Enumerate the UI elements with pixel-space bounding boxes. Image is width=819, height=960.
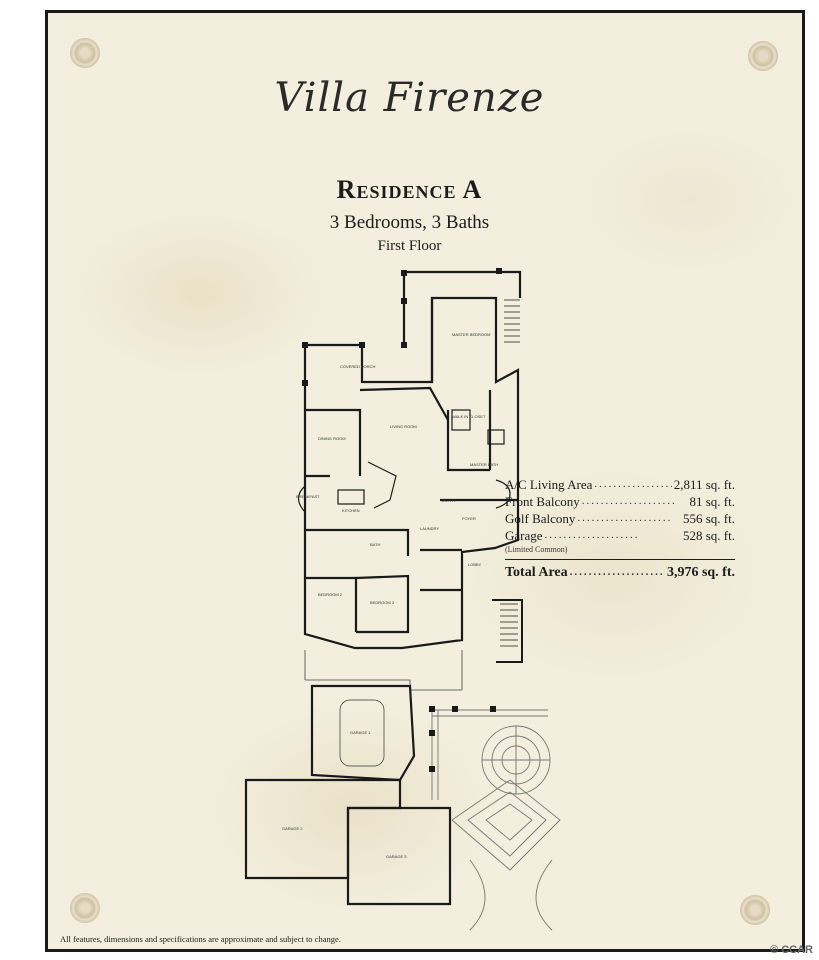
breakfast-bay <box>297 485 306 513</box>
label-bedroom-3: BEDROOM 3 <box>370 600 395 605</box>
residence-name: Residence A <box>336 175 483 204</box>
master-tub <box>495 479 511 509</box>
residence-outline <box>303 296 520 650</box>
label-kitchen: KITCHEN <box>342 508 360 513</box>
floor-label: First Floor <box>377 238 442 254</box>
area-label: Golf Balcony <box>505 511 576 526</box>
courtyard-column <box>452 706 458 712</box>
interior-wall-7 <box>355 574 410 634</box>
total-label: Total Area <box>505 565 568 580</box>
porch-column <box>401 298 407 304</box>
garage3-outline <box>346 806 452 906</box>
label-living-room: LIVING ROOM <box>390 424 417 429</box>
interior-wall-6 <box>305 576 358 632</box>
garage2-outline <box>244 778 402 880</box>
area-value: 81 sq. ft. <box>689 494 736 509</box>
porch-column <box>496 268 502 274</box>
area-row-golf-balcony: Golf Balcony .................... 556 sq… <box>505 510 735 527</box>
courtyard-column <box>429 706 435 712</box>
courtyard-column <box>429 730 435 736</box>
closet-shelving <box>451 409 471 431</box>
area-value: 528 sq. ft. <box>683 528 735 543</box>
label-garage-3: GARAGE 3 <box>386 854 407 859</box>
area-row-front-balcony: Front Balcony .................... 81 sq… <box>505 493 735 510</box>
corner-rosette-top-left <box>70 38 100 68</box>
kitchen-counter <box>367 461 397 509</box>
label-master-bedroom: MASTER BEDROOM <box>452 332 490 337</box>
porch-column <box>302 380 308 386</box>
courtyard-pattern <box>431 709 561 931</box>
garage1-car <box>339 699 385 767</box>
front-balcony-wall <box>404 270 522 298</box>
label-covered-porch: COVERED PORCH <box>340 364 375 369</box>
garage1-outline <box>310 684 416 782</box>
property-title: Villa Firenze <box>274 75 545 121</box>
leader-dots: .................... <box>577 512 673 524</box>
ccar-watermark: © CCAR <box>770 944 813 956</box>
area-label: A/C Living Area <box>505 477 593 492</box>
courtyard-column <box>429 766 435 772</box>
stairs-upper <box>504 299 520 343</box>
area-summary: A/C Living Area .................... 2,8… <box>505 476 735 581</box>
disclaimer: All features, dimensions and specificati… <box>60 934 341 944</box>
area-label: Garage <box>505 528 543 543</box>
area-value: 556 sq. ft. <box>683 511 735 526</box>
interior-wall-5 <box>305 528 410 556</box>
label-entry: ENTRY <box>442 498 456 503</box>
corner-rosette-top-right <box>748 41 778 71</box>
label-garage-2: GARAGE 2 <box>282 826 303 831</box>
total-divider <box>505 559 735 560</box>
porch-column <box>302 342 308 348</box>
courtyard-column <box>490 706 496 712</box>
leader-dots: .................... <box>594 478 671 490</box>
closet-shelving-2 <box>487 429 505 445</box>
label-bedroom-2: BEDROOM 2 <box>318 592 343 597</box>
label-lobby: LOBBY <box>468 562 482 567</box>
floorplan-sheet <box>45 10 805 952</box>
interior-wall-2 <box>359 386 449 421</box>
label-garage-1: GARAGE 1 <box>350 730 371 735</box>
label-master-bath: MASTER BATH <box>470 462 498 467</box>
bedrooms-baths: 3 Bedrooms, 3 Baths <box>329 212 490 233</box>
area-label: Front Balcony <box>505 494 580 509</box>
area-value: 2,811 sq. ft. <box>673 477 735 492</box>
lobby-corridor <box>304 650 463 691</box>
stairs-lower <box>500 603 518 647</box>
leader-dots: .................... <box>581 495 677 507</box>
corner-rosette-bottom-left <box>70 893 100 923</box>
stair-wall <box>492 599 523 663</box>
label-bath: BATH <box>370 542 380 547</box>
label-laundry: LAUNDRY <box>420 526 439 531</box>
leader-dots: .................... <box>569 566 665 578</box>
porch-column <box>401 270 407 276</box>
total-value: 3,976 sq. ft. <box>666 565 735 580</box>
corner-rosette-bottom-right <box>740 895 770 925</box>
interior-wall-1 <box>305 408 362 476</box>
interior-wall-3 <box>446 410 490 472</box>
kitchen-island <box>337 489 365 505</box>
label-dining-room: DINING ROOM <box>318 436 346 441</box>
area-row-ac-living: A/C Living Area .................... 2,8… <box>505 476 735 493</box>
porch-column <box>401 342 407 348</box>
porch-column <box>359 342 365 348</box>
label-walk-in-closet: WALK IN CLOSET <box>452 414 486 419</box>
label-foyer: FOYER <box>462 516 476 521</box>
garage-note: (Limited Common) <box>505 545 568 554</box>
label-breakfast: BREAKFAST <box>296 494 320 499</box>
area-row-garage: Garage .................... 528 sq. ft. <box>505 527 735 544</box>
leader-dots: .................... <box>544 529 640 541</box>
area-row-total: Total Area .................... 3,976 sq… <box>505 564 735 581</box>
